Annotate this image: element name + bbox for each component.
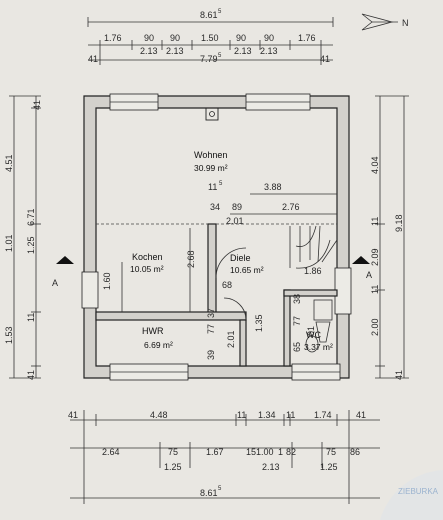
bottom-total-sup: 5 bbox=[218, 486, 222, 492]
dim-65: 65 bbox=[292, 342, 302, 352]
top-dimension-chain bbox=[87, 17, 334, 65]
top-dim-b3: 2.13 bbox=[234, 46, 252, 56]
top-total-dim: 8.61 bbox=[200, 10, 218, 20]
right-dim-7: 41 bbox=[394, 370, 404, 380]
bottom-dim-1: 41 bbox=[68, 410, 78, 420]
room-wohnen-area: 30.99 m² bbox=[194, 163, 228, 173]
bottom2b-dim-2: 2.13 bbox=[262, 462, 280, 472]
top-dim-7: 1.76 bbox=[298, 33, 316, 43]
bottom2-dim-3: 1.67 bbox=[206, 447, 224, 457]
bottom2-dim-2: 75 bbox=[168, 447, 178, 457]
left-dim-1: 41 bbox=[32, 100, 42, 110]
bottom-dim-3: 11 bbox=[237, 410, 246, 420]
outer-walls bbox=[81, 93, 352, 381]
right-dimension-chain bbox=[375, 95, 409, 379]
left-dim-8: 41 bbox=[26, 370, 36, 380]
bottom2-dim-7: 75 bbox=[326, 447, 336, 457]
top-dim-left: 41 bbox=[88, 54, 98, 64]
room-diele-area: 10.65 m² bbox=[230, 265, 264, 275]
dim-201a: 2.01 bbox=[226, 216, 244, 226]
top-dim-b2: 2.13 bbox=[166, 46, 184, 56]
bottom-dimension-chain bbox=[70, 410, 380, 504]
top-dim-b4: 2.13 bbox=[260, 46, 278, 56]
stamp-mark bbox=[380, 470, 443, 520]
dim-160: 1.60 bbox=[102, 272, 112, 290]
left-dim-6: 11 bbox=[26, 313, 36, 322]
top-dim-2: 90 bbox=[144, 33, 154, 43]
bottom-dim-7: 41 bbox=[356, 410, 366, 420]
left-dim-3: 6.71 bbox=[26, 208, 36, 226]
right-dim-6: 2.00 bbox=[370, 318, 380, 336]
dim-38: 38 bbox=[292, 294, 302, 304]
room-wc-area: 3.37 m² bbox=[304, 342, 333, 352]
dim-37: 37 bbox=[206, 308, 216, 318]
dim-11: 11 bbox=[208, 182, 217, 192]
bottom2-dim-1: 2.64 bbox=[102, 447, 120, 457]
dim-388: 3.88 bbox=[264, 182, 282, 192]
left-dim-7: 1.53 bbox=[4, 326, 14, 344]
dim-135: 1.35 bbox=[254, 314, 264, 332]
dim-201b: 2.01 bbox=[226, 330, 236, 348]
room-hwr-area: 6.69 m² bbox=[144, 340, 173, 350]
bottom2-dim-4: 151.00 bbox=[246, 447, 274, 457]
top-dim-b1: 2.13 bbox=[140, 46, 158, 56]
top-dim-mid-sup: 5 bbox=[218, 53, 222, 59]
left-dim-4: 1.01 bbox=[4, 234, 14, 252]
dim-01: 01 bbox=[306, 326, 316, 336]
top-total-sup: 5 bbox=[218, 9, 222, 15]
left-dimension-chain bbox=[9, 95, 41, 379]
right-dim-1: 4.04 bbox=[370, 156, 380, 174]
right-dim-2: 9.18 bbox=[394, 214, 404, 232]
right-dim-3: 11 bbox=[370, 217, 380, 226]
dim-77a: 77 bbox=[206, 324, 216, 334]
dim-11-sup: 5 bbox=[219, 181, 223, 187]
top-dim-3: 90 bbox=[170, 33, 180, 43]
bottom-dim-6: 1.74 bbox=[314, 410, 332, 420]
bottom-total-dim: 8.61 bbox=[200, 488, 218, 498]
dim-68: 68 bbox=[222, 280, 232, 290]
right-dim-5: 11 bbox=[370, 285, 380, 294]
bottom2b-dim-3: 1.25 bbox=[320, 462, 338, 472]
top-dim-6: 90 bbox=[264, 33, 274, 43]
section-label-right: A bbox=[366, 270, 372, 280]
right-dim-4: 2.09 bbox=[370, 248, 380, 266]
section-marker-right-icon bbox=[352, 256, 370, 264]
section-marker-left-icon bbox=[56, 256, 74, 264]
bottom2-dim-5: 1 bbox=[278, 447, 283, 457]
dim-268: 2.68 bbox=[186, 250, 196, 268]
left-dim-5: 1.25 bbox=[26, 236, 36, 254]
top-dim-right: 41 bbox=[320, 54, 330, 64]
dim-395: 39 bbox=[206, 350, 216, 360]
room-wc-name: WC bbox=[306, 330, 321, 340]
dim-89: 89 bbox=[232, 202, 242, 212]
stamp-text: ZIEBURKA bbox=[398, 487, 439, 496]
top-dim-mid: 7.79 bbox=[200, 54, 218, 64]
north-label: N bbox=[402, 18, 409, 28]
room-kochen-area: 10.05 m² bbox=[130, 264, 164, 274]
interior-walls bbox=[95, 193, 338, 367]
dim-276: 2.76 bbox=[282, 202, 300, 212]
north-arrow-icon bbox=[361, 13, 398, 31]
bottom-dim-4: 1.34 bbox=[258, 410, 276, 420]
dim-77b: 77 bbox=[292, 316, 302, 326]
dim-34: 34 bbox=[210, 202, 220, 212]
bottom2-dim-6: 82 bbox=[286, 447, 296, 457]
bottom-dim-2: 4.48 bbox=[150, 410, 168, 420]
room-hwr-name: HWR bbox=[142, 326, 164, 336]
room-diele-name: Diele bbox=[230, 253, 251, 263]
bottom-dim-5: 11 bbox=[286, 410, 295, 420]
bottom2b-dim-1: 1.25 bbox=[164, 462, 182, 472]
dim-186: 1.86 bbox=[304, 266, 322, 276]
section-label-left: A bbox=[52, 278, 58, 288]
room-wohnen-name: Wohnen bbox=[194, 150, 227, 160]
top-dim-4: 1.50 bbox=[201, 33, 219, 43]
bottom2-dim-8: 86 bbox=[350, 447, 360, 457]
left-dim-2: 4.51 bbox=[4, 154, 14, 172]
top-dim-1: 1.76 bbox=[104, 33, 122, 43]
top-dim-5: 90 bbox=[236, 33, 246, 43]
room-kochen-name: Kochen bbox=[132, 252, 163, 262]
